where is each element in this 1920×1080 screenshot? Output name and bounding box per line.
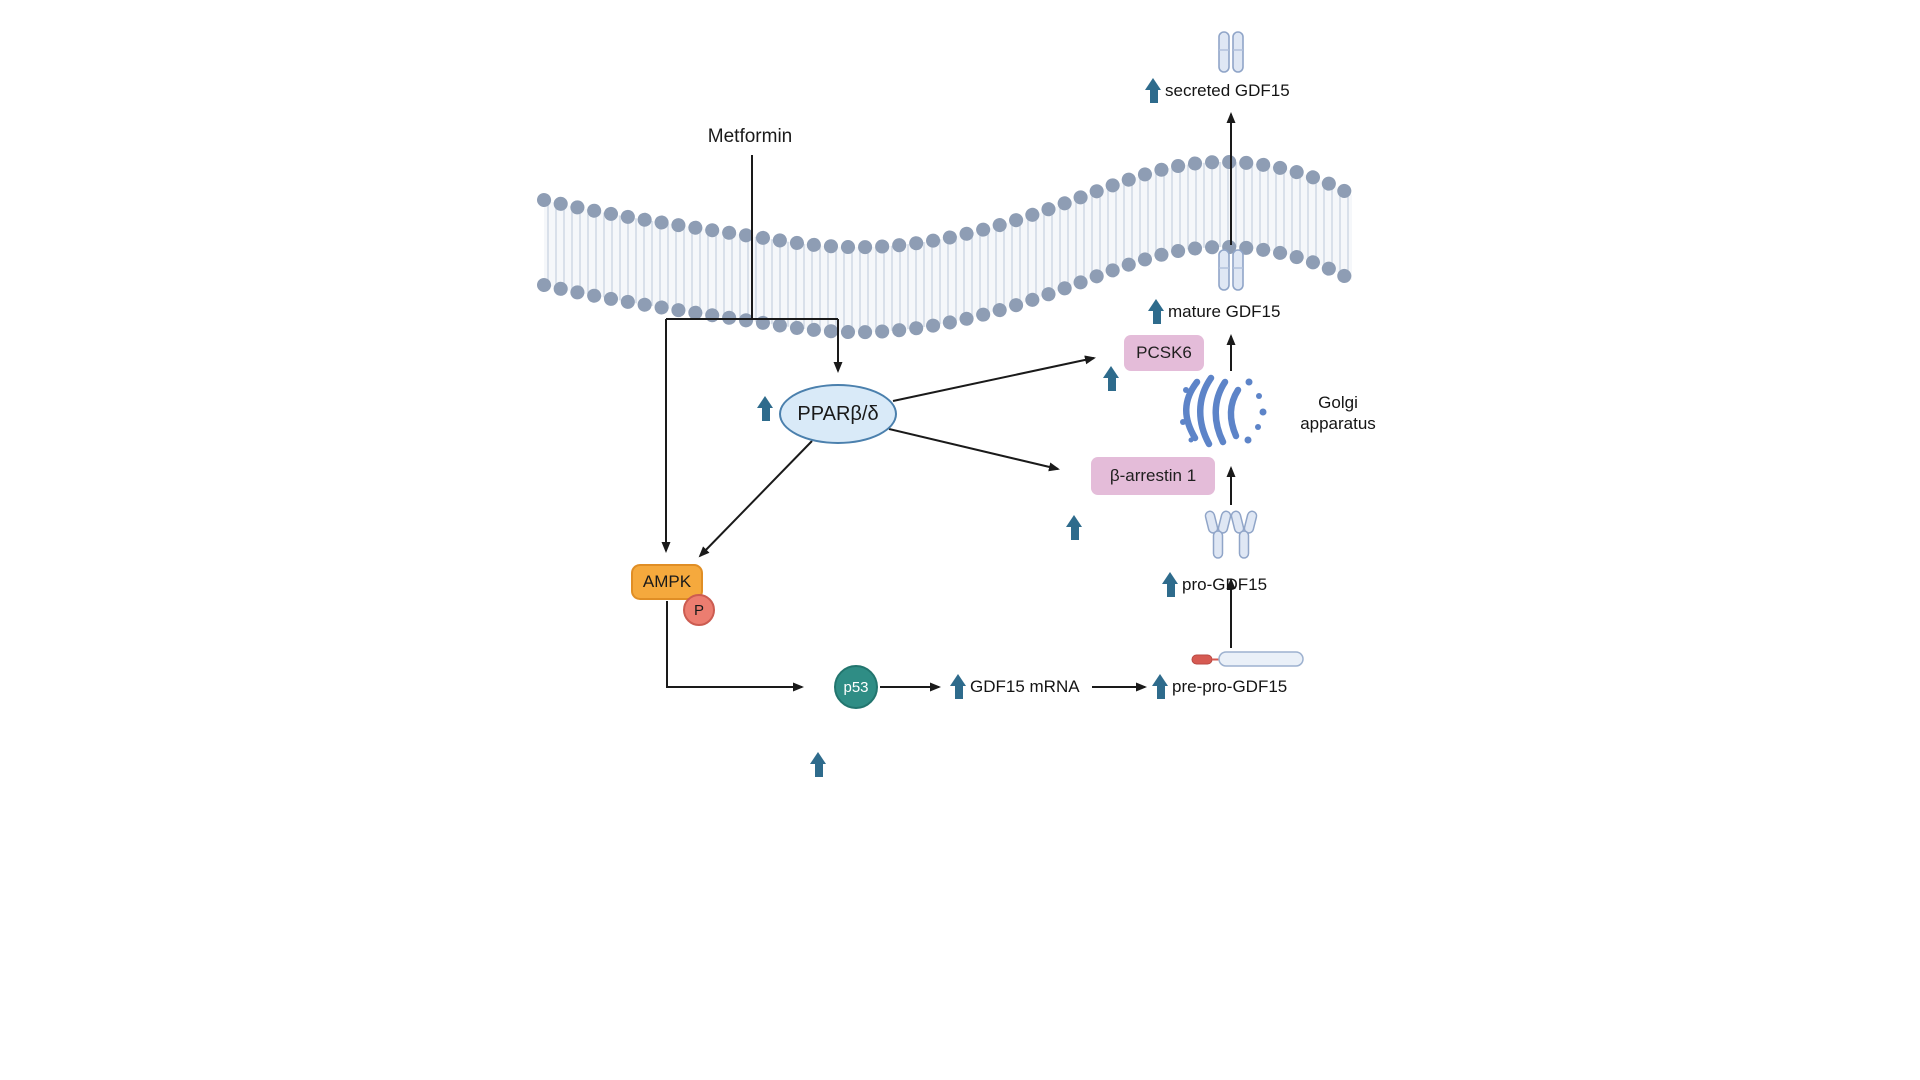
ppar-label: PPARβ/δ [797, 402, 879, 425]
golgi-apparatus-icon [1180, 374, 1267, 448]
ampk-node: AMPK [631, 564, 703, 600]
increase-arrow-mature-gdf15 [1148, 299, 1165, 325]
golgi-label-line1: Golgi [1318, 393, 1358, 412]
arrow-ppar-to-ampk [698, 440, 813, 558]
pcsk6-label: PCSK6 [1136, 343, 1192, 362]
arrow-ppar-to-pcsk6 [892, 355, 1096, 402]
phospho-label: P [693, 601, 704, 619]
mature-gdf15-row: mature GDF15 [1148, 299, 1280, 325]
metformin-label: Metformin [708, 126, 792, 148]
phospho-badge: P [683, 594, 715, 626]
mature-gdf15-icon [1218, 249, 1244, 291]
ppar-node: PPARβ/δ [779, 384, 897, 444]
beta-arrestin-label: β-arrestin 1 [1109, 466, 1197, 485]
increase-arrow-pre-pro-gdf15 [1152, 674, 1169, 700]
pcsk6-node: PCSK6 [1124, 335, 1204, 371]
arrow-ppar-to-barrestin [888, 428, 1060, 472]
mature-gdf15-label: mature GDF15 [1168, 302, 1281, 321]
pre-pro-gdf15-icon [1191, 651, 1304, 667]
pre-pro-gdf15-label: pre-pro-GDF15 [1172, 677, 1288, 696]
golgi-label-line2: apparatus [1300, 414, 1376, 433]
golgi-label: Golgi apparatus [1288, 392, 1388, 434]
ampk-label: AMPK [642, 572, 692, 591]
increase-arrow-ppar [757, 396, 774, 422]
cell-membrane [537, 155, 1359, 340]
increase-arrow-secreted-gdf15 [1145, 78, 1162, 104]
signal-arrows [661, 112, 1236, 692]
p53-label: p53 [843, 678, 869, 696]
p53-node: p53 [834, 665, 878, 709]
gdf15-mrna-row: GDF15 mRNA [950, 674, 1080, 700]
increase-arrow-beta-arrestin [1066, 515, 1083, 541]
secreted-gdf15-label: secreted GDF15 [1165, 81, 1290, 100]
pro-gdf15-label: pro-GDF15 [1182, 575, 1268, 594]
membrane-outer-leaflet [537, 155, 1359, 255]
increase-arrow-p53 [810, 752, 827, 778]
secreted-gdf15-icon [1218, 31, 1244, 73]
beta-arrestin-node: β-arrestin 1 [1091, 457, 1215, 495]
pre-pro-gdf15-row: pre-pro-GDF15 [1152, 674, 1287, 700]
secreted-gdf15-row: secreted GDF15 [1145, 78, 1290, 104]
gdf15-mrna-label: GDF15 mRNA [970, 677, 1080, 696]
increase-arrow-gdf15-mrna [950, 674, 967, 700]
membrane-inner-leaflet [537, 240, 1359, 340]
increase-arrow-pcsk6 [1103, 366, 1120, 392]
metformin-text: Metformin [707, 126, 793, 147]
increase-arrow-pro-gdf15 [1162, 572, 1179, 598]
pro-gdf15-row: pro-GDF15 [1162, 572, 1267, 598]
arrow-ampk-to-p53 [666, 601, 804, 692]
pro-gdf15-icon [1203, 509, 1259, 559]
